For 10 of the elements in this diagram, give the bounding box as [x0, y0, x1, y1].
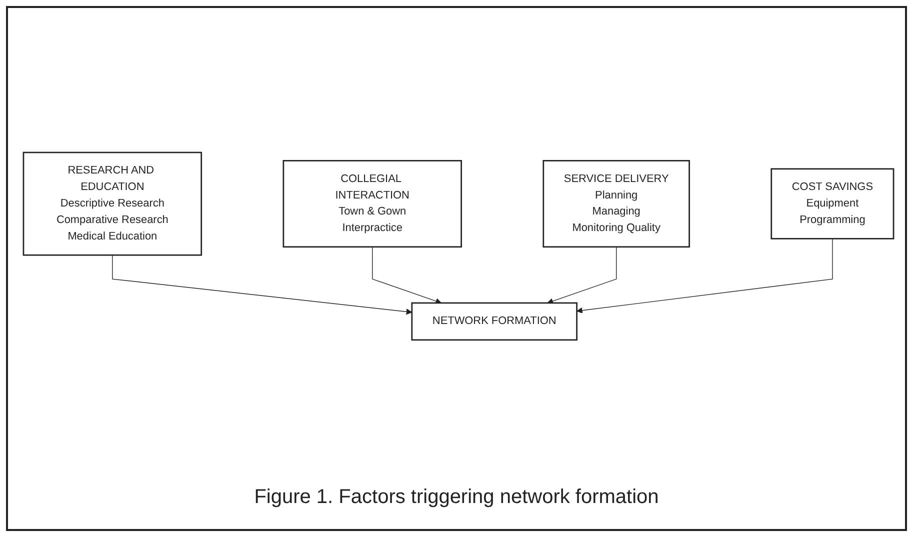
- figure-caption: Figure 1. Factors triggering network formation: [254, 486, 659, 508]
- node-box: COST SAVINGS Equipment Programming: [770, 168, 894, 240]
- arrow: [576, 238, 833, 314]
- arrow: [112, 254, 412, 314]
- node-box: SERVICE DELIVERY Planning Managing Monitoring Quality: [542, 160, 690, 248]
- arrow: [372, 246, 442, 304]
- node-box: RESEARCH AND EDUCATION Descriptive Research Comparative Research Medical Education: [22, 152, 202, 256]
- arrow: [547, 246, 617, 304]
- node-box: NETWORK FORMATION: [411, 302, 578, 340]
- node-box: COLLEGIAL INTERACTION Town & Gown Interpractice: [282, 160, 462, 248]
